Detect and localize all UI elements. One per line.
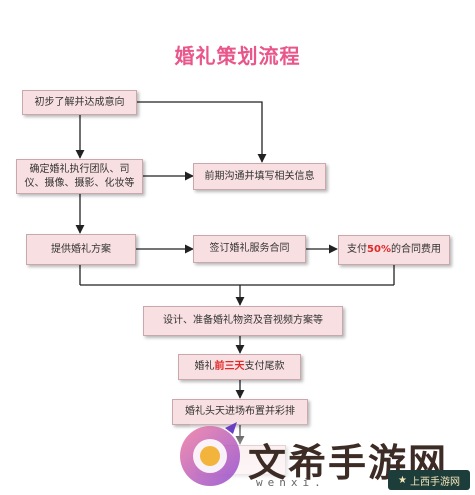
step-confirm-team-label: 确定婚礼执行团队、司仪、摄像、摄影、化妆等: [24, 164, 135, 189]
badge-label: 上西手游网: [409, 476, 460, 488]
step-final-payment: 婚礼前三天支付尾款: [178, 354, 301, 380]
watermark-url: wenxi.: [256, 476, 326, 489]
step-design-prepare: 设计、准备婚礼物资及音视频方案等: [143, 306, 343, 336]
step-provide-plan: 提供婚礼方案: [26, 234, 136, 265]
step-setup-rehearsal-label: 婚礼头天进场布置并彩排: [185, 406, 295, 418]
pay-deposit-prefix: 支付: [347, 244, 368, 256]
step-sign-contract-label: 签订婚礼服务合同: [209, 243, 290, 255]
page-title: 婚礼策划流程: [174, 44, 301, 68]
badge-icon: ★: [398, 474, 407, 486]
pay-deposit-percent: 50%: [367, 244, 391, 256]
watermark-logo-icon: [180, 422, 240, 486]
final-payment-prefix: 婚礼: [194, 361, 215, 373]
step-final-payment-label: 婚礼前三天支付尾款: [195, 360, 285, 374]
step-initial-intent: 初步了解并达成意向: [22, 90, 137, 115]
step-pay-deposit-label: 支付50%的合同费用: [347, 243, 441, 257]
step-early-communication-label: 前期沟通并填写相关信息: [204, 170, 315, 182]
final-payment-highlight: 前三天: [214, 361, 245, 373]
step-confirm-team: 确定婚礼执行团队、司仪、摄像、摄影、化妆等: [16, 159, 143, 194]
watermark-badge: ★ 上西手游网: [388, 470, 470, 490]
final-payment-suffix: 支付尾款: [244, 361, 285, 373]
pay-deposit-suffix: 的合同费用: [390, 244, 441, 256]
step-provide-plan-label: 提供婚礼方案: [51, 243, 111, 255]
arrow-s1-s3: [137, 101, 267, 163]
step-sign-contract: 签订婚礼服务合同: [193, 235, 306, 263]
step-initial-intent-label: 初步了解并达成意向: [34, 96, 125, 108]
step-pay-deposit: 支付50%的合同费用: [338, 235, 450, 265]
step-design-prepare-label: 设计、准备婚礼物资及音视频方案等: [163, 315, 323, 327]
step-early-communication: 前期沟通并填写相关信息: [193, 163, 326, 190]
